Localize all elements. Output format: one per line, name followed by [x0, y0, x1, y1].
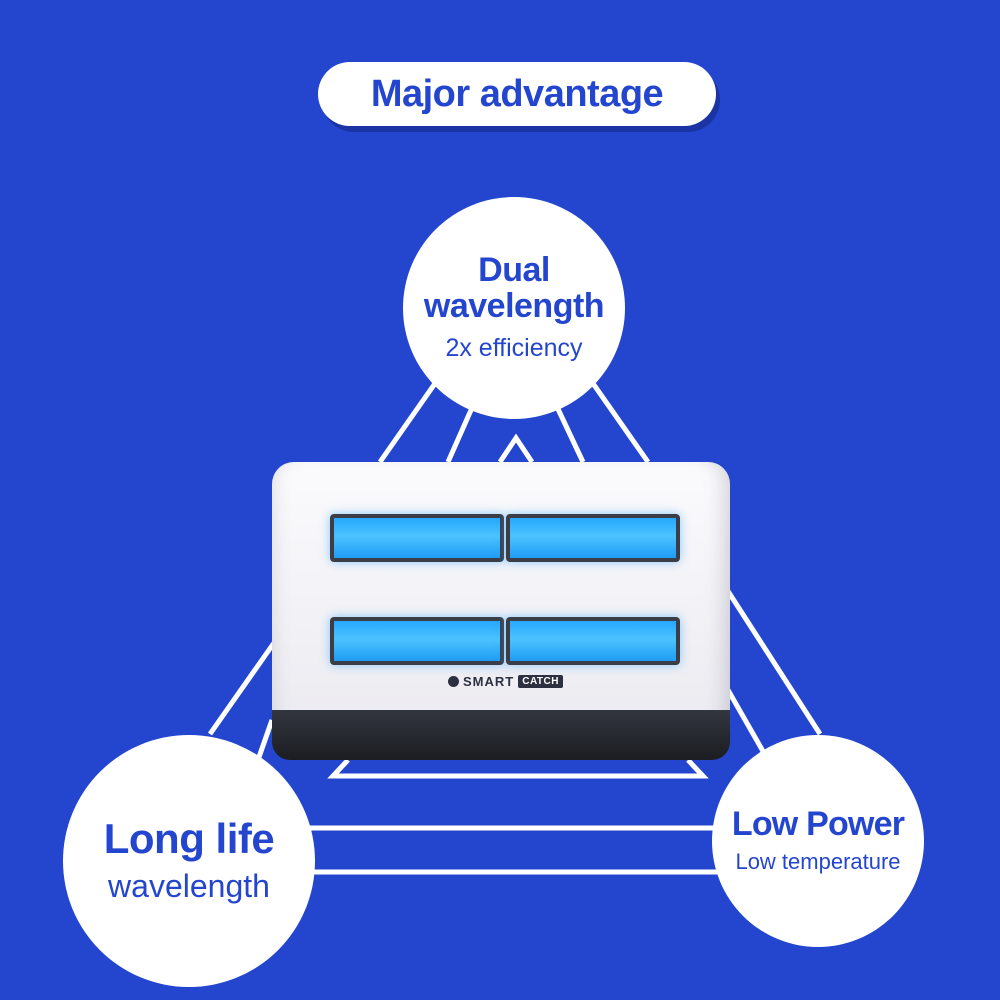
middle-triangle-right-lower: [725, 688, 771, 762]
feature-title: Long life: [103, 815, 275, 863]
brand-dot-icon: [448, 676, 459, 687]
brand-prefix: SMART: [463, 674, 515, 689]
feature-circle-long-life: Long life wavelength: [63, 735, 315, 987]
brand-logo: SMART CATCH: [448, 674, 563, 689]
product-device: SMART CATCH: [272, 462, 730, 760]
feature-title: Low Power: [731, 805, 905, 844]
page-title: Major advantage: [370, 72, 664, 115]
title-pill: Major advantage: [318, 62, 716, 126]
feature-subtitle: 2x efficiency: [445, 334, 583, 363]
outer-triangle-right-leg-lower: [721, 583, 823, 736]
feature-circle-dual-wavelength: Dual wavelength 2x efficiency: [403, 197, 625, 419]
uv-lamp: [506, 514, 680, 562]
uv-lamp: [506, 617, 680, 665]
feature-title-line: Dual: [478, 250, 550, 289]
feature-subtitle: wavelength: [108, 867, 270, 904]
uv-lamp: [330, 617, 504, 665]
device-body: [272, 462, 730, 724]
outer-triangle-left-leg-lower: [207, 638, 279, 736]
device-base: [272, 710, 730, 760]
inner-triangle-base: [327, 758, 709, 779]
outer-triangle-right-leg: [582, 370, 651, 464]
outer-triangle-left-leg: [377, 370, 446, 464]
feature-circle-low-power: Low Power Low temperature: [712, 735, 924, 947]
feature-subtitle: Low temperature: [735, 848, 901, 874]
feature-title-line: wavelength: [423, 286, 605, 325]
inner-triangle-apex: [497, 433, 535, 464]
feature-title: Dual wavelength: [423, 250, 605, 325]
middle-triangle-left-lower: [255, 719, 275, 761]
brand-suffix: CATCH: [518, 675, 563, 688]
uv-lamp: [330, 514, 504, 562]
